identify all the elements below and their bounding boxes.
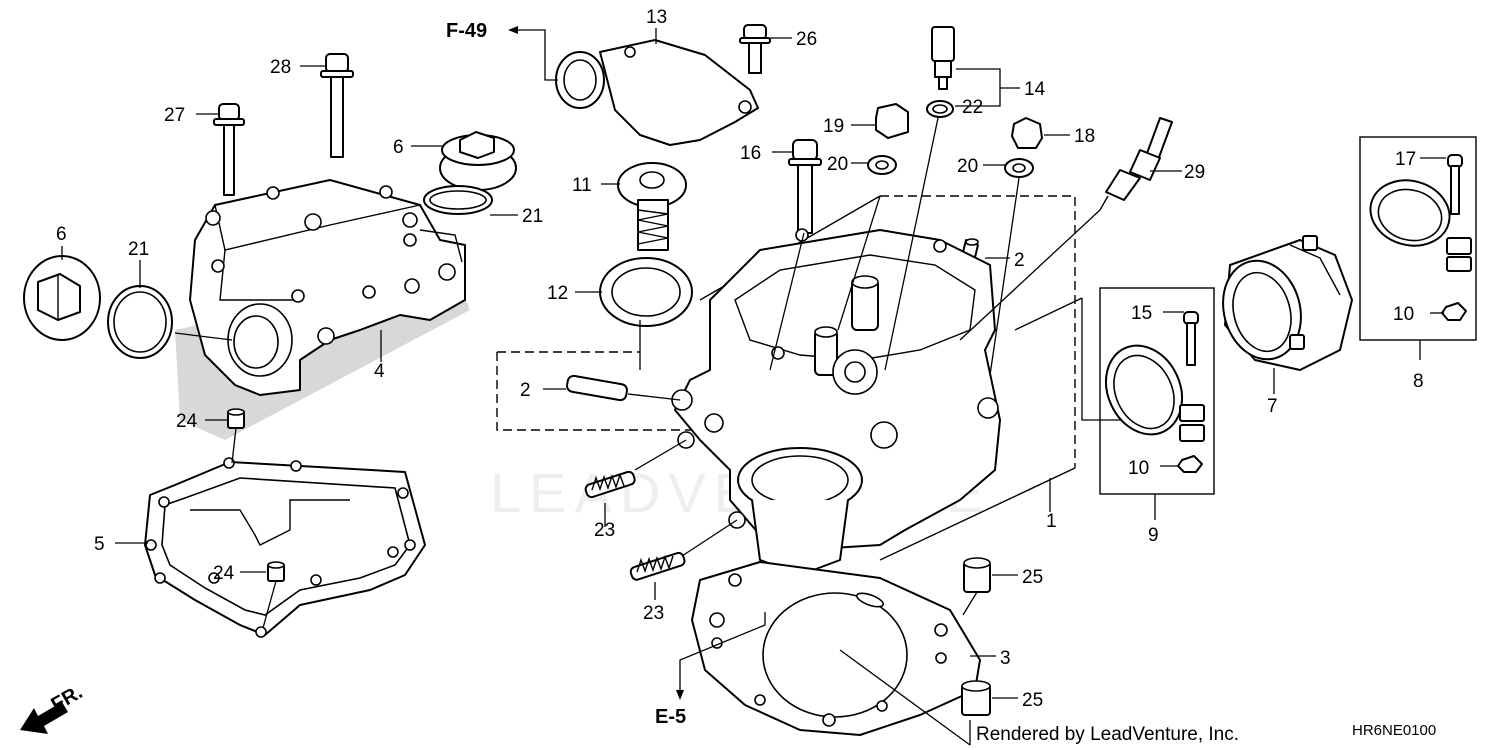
o-ring-left <box>107 285 173 359</box>
callout-6-top: 6 <box>393 137 404 158</box>
callout-24-upper: 24 <box>176 411 198 432</box>
intake-insulator <box>1222 235 1353 371</box>
callout-2-lower: 2 <box>520 380 531 401</box>
bolt-16 <box>788 139 822 234</box>
cap-nut-18 <box>1011 117 1043 149</box>
reference-e5: E-5 <box>655 706 686 728</box>
callout-23-upper: 23 <box>594 520 615 541</box>
bolt-26 <box>739 24 771 74</box>
callout-16: 16 <box>740 143 761 164</box>
thermostat-cover <box>555 39 759 146</box>
callout-6-left: 6 <box>56 224 67 245</box>
stud-lower <box>629 551 686 581</box>
callout-11: 11 <box>572 175 592 196</box>
stud-upper <box>584 470 636 499</box>
callout-20-left: 20 <box>827 154 848 175</box>
callout-4: 4 <box>374 361 385 382</box>
callout-12: 12 <box>547 283 568 304</box>
leader-lines <box>61 28 1446 746</box>
callout-21-right: 21 <box>522 206 543 227</box>
cap-nut-19 <box>875 103 909 139</box>
callout-25-lower: 25 <box>1022 690 1043 711</box>
washer-20-left <box>867 155 897 175</box>
bolt-27 <box>213 103 245 196</box>
thermostat-seal <box>599 257 693 327</box>
callout-14: 14 <box>1024 79 1046 100</box>
cylinder-head-cover <box>175 179 470 440</box>
bolt-28 <box>320 53 354 158</box>
thermostat <box>617 162 687 251</box>
callout-8: 8 <box>1413 371 1424 392</box>
o-ring-top <box>423 185 493 215</box>
callout-10-left: 10 <box>1128 458 1149 479</box>
callout-3: 3 <box>1000 648 1011 669</box>
filler-cap-top <box>439 131 517 191</box>
washer-20-right <box>1004 158 1034 178</box>
diagram-code: HR6NE0100 <box>1352 722 1436 739</box>
clamp-group-9 <box>1099 287 1215 495</box>
callout-21-left: 21 <box>128 239 149 260</box>
valve-guide-lower <box>566 374 628 402</box>
callout-10-right: 10 <box>1393 304 1414 325</box>
dowel-pin-upper <box>227 408 245 429</box>
clamp-group-8 <box>1359 136 1477 341</box>
callout-29: 29 <box>1184 162 1205 183</box>
dowel-25-upper <box>963 557 991 593</box>
callout-5: 5 <box>94 534 105 555</box>
dowel-pin-lower <box>267 561 285 582</box>
cylinder-head-gasket <box>691 561 981 736</box>
dowel-25-lower <box>961 680 991 716</box>
callout-labels: 1 2 2 3 4 5 6 6 7 8 9 10 10 11 12 13 14 … <box>56 7 1424 711</box>
callout-13: 13 <box>646 7 667 28</box>
filler-cap-left <box>23 255 101 341</box>
reference-f49: F-49 <box>446 20 487 42</box>
reference-f49-arrow-icon <box>508 26 518 34</box>
head-cover-gasket <box>144 457 426 638</box>
callout-23-lower: 23 <box>643 603 664 624</box>
temperature-sensor <box>931 26 955 90</box>
render-credit: Rendered by LeadVenture, Inc. <box>976 724 1239 745</box>
spark-plug <box>1099 117 1173 211</box>
callout-27: 27 <box>164 105 185 126</box>
callout-9: 9 <box>1148 525 1159 546</box>
front-direction-arrow-icon <box>20 702 68 734</box>
callout-1: 1 <box>1046 511 1057 532</box>
callout-26: 26 <box>796 29 817 50</box>
page-references: F-49 E-5 <box>446 20 686 728</box>
sensor-washer <box>926 100 954 118</box>
callout-2-upper: 2 <box>1014 250 1025 271</box>
callout-15: 15 <box>1131 303 1152 324</box>
callout-28: 28 <box>270 57 291 78</box>
callout-17: 17 <box>1395 149 1416 170</box>
reference-e5-arrow-icon <box>676 690 684 700</box>
callout-7: 7 <box>1267 396 1278 417</box>
callout-20-right: 20 <box>957 156 978 177</box>
callout-25-upper: 25 <box>1022 567 1043 588</box>
callout-19: 19 <box>823 116 844 137</box>
callout-22: 22 <box>962 97 983 118</box>
callout-18: 18 <box>1074 126 1095 147</box>
callout-24-lower: 24 <box>213 563 235 584</box>
cylinder-head <box>671 228 1001 601</box>
